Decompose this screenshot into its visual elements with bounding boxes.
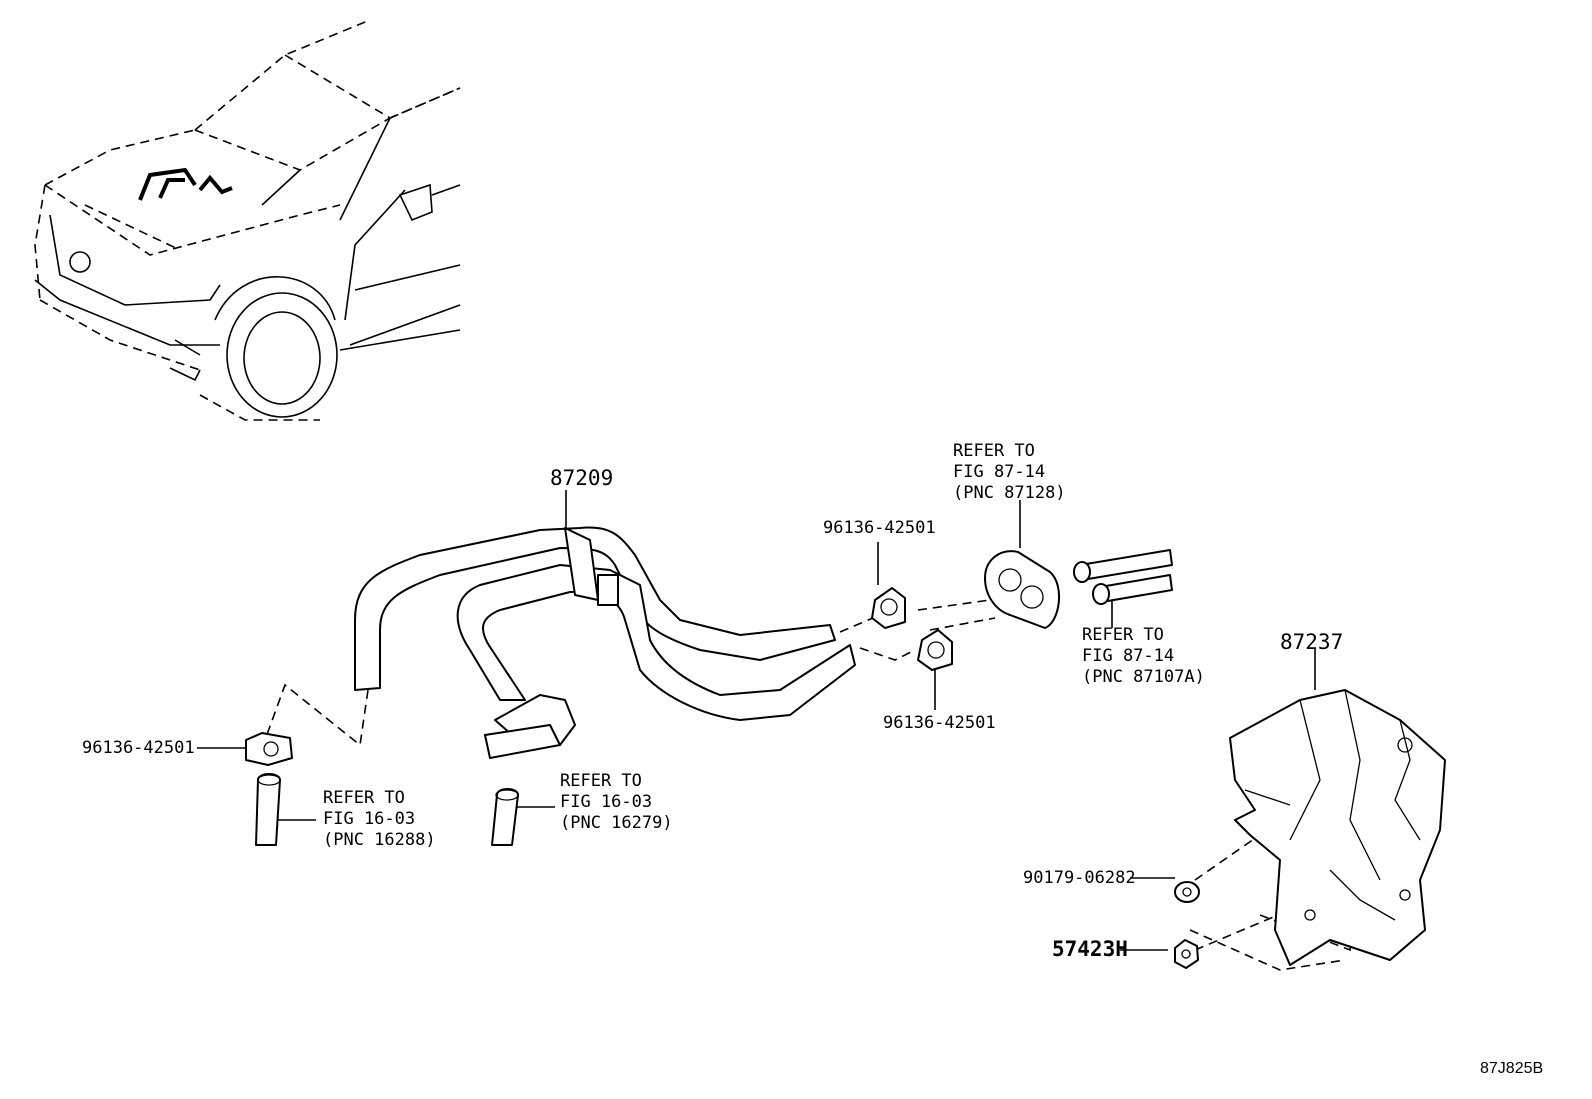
hose-clamp-upper <box>871 587 906 629</box>
part-number-hose-assembly[interactable]: 87209 <box>550 466 614 490</box>
reference-note-87107A: REFER TO FIG 87-14 (PNC 87107A) <box>1082 625 1205 688</box>
reference-line: (PNC 87128) <box>953 483 1066 503</box>
reference-note-87128: REFER TO FIG 87-14 (PNC 87128) <box>953 441 1066 504</box>
part-number-clamp-lower[interactable]: 96136-42501 <box>883 713 996 733</box>
reference-line: REFER TO <box>953 441 1035 461</box>
hose-clamp-left <box>245 732 293 766</box>
reference-line: FIG 16-03 <box>560 792 653 812</box>
hose-clamp-lower <box>917 629 953 671</box>
reference-line: REFER TO <box>323 788 405 808</box>
part-number-clip[interactable]: 57423H <box>1052 937 1128 961</box>
reference-line: REFER TO <box>560 771 642 791</box>
nut-90179-06282 <box>1174 881 1200 903</box>
clip-57423H <box>1174 939 1199 969</box>
grommet-87128 <box>984 550 1061 629</box>
vehicle-locator-illustration <box>34 19 461 421</box>
reference-line: (PNC 16279) <box>560 813 673 833</box>
part-number-protector[interactable]: 87237 <box>1280 630 1344 654</box>
reference-note-16288: REFER TO FIG 16-03 (PNC 16288) <box>323 788 436 851</box>
reference-line: FIG 87-14 <box>1082 646 1175 666</box>
diagram-code: 87J825B <box>1480 1060 1544 1077</box>
reference-line: FIG 16-03 <box>323 809 416 829</box>
part-number-clamp-upper[interactable]: 96136-42501 <box>823 518 936 538</box>
hose-protector-87237 <box>1229 689 1446 966</box>
reference-line: (PNC 87107A) <box>1082 667 1205 687</box>
reference-line: REFER TO <box>1082 625 1164 645</box>
engine-inlet-pipe-16279 <box>491 788 519 846</box>
part-number-nut[interactable]: 90179-06282 <box>1023 868 1136 888</box>
reference-line: (PNC 16288) <box>323 830 436 850</box>
reference-note-16279: REFER TO FIG 16-03 (PNC 16279) <box>560 771 673 834</box>
engine-outlet-pipe-16288 <box>255 773 281 846</box>
heater-pipes-87107A <box>1073 549 1173 605</box>
part-number-clamp-left[interactable]: 96136-42501 <box>82 738 195 758</box>
heater-hose-assembly <box>354 526 856 759</box>
reference-line: FIG 87-14 <box>953 462 1046 482</box>
